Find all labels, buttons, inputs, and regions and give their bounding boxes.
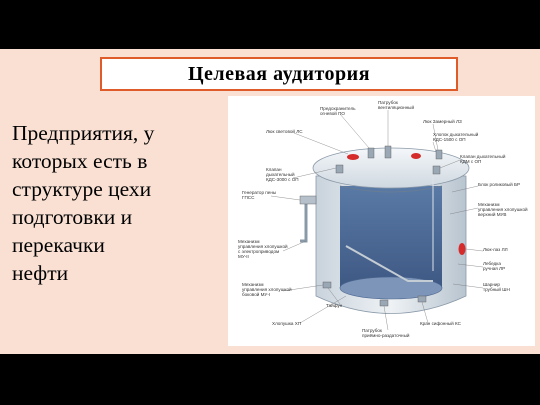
skylight-hatch-icon bbox=[347, 154, 359, 160]
label-valve-left-3: КДС-3000 с ОП bbox=[266, 177, 299, 182]
label-vent-pipe: Патрубок bbox=[378, 100, 399, 105]
label-fire-arrester-2: огневой ПО bbox=[320, 110, 345, 116]
gauge-hatch-icon bbox=[435, 149, 443, 160]
slide-title: Целевая аудитория bbox=[187, 62, 371, 85]
label-valve-right: Клапан дыхательный bbox=[460, 153, 506, 159]
label-siphon-valve: Кран сифонный КС bbox=[420, 320, 462, 326]
label-fire-arrester: Предохранитель bbox=[320, 106, 356, 111]
label-foam-generator: Генератор пены bbox=[242, 190, 276, 195]
label-gauge-hatch: Люк Замерный ЛЗ bbox=[423, 118, 462, 124]
breather-valve-icon bbox=[367, 147, 375, 159]
nozzle-mid-icon bbox=[379, 299, 389, 307]
valve-right-icon bbox=[432, 165, 441, 175]
vent-pipe-icon bbox=[384, 145, 392, 159]
body-line: перекачки bbox=[12, 233, 105, 257]
roof-cut bbox=[339, 185, 443, 193]
tank-interior bbox=[340, 186, 442, 298]
siphon-pipe bbox=[345, 245, 433, 282]
label-breather-valve-2: КДС-1500 с ОП bbox=[433, 137, 466, 142]
label-electric-mechanism-2: управления хлопушкой bbox=[238, 243, 288, 249]
tank-diagram: Люк световой ЛС Предохранитель огневой П… bbox=[228, 96, 535, 346]
label-winch: Лебедка bbox=[483, 261, 501, 266]
label-upper-mechanism-2: управления хлопушкой bbox=[478, 206, 528, 212]
label-pipe-hinge-2: трубный ШН bbox=[483, 286, 510, 292]
label-breather-valve: Хлопок дыхательный bbox=[433, 131, 479, 137]
foam-generator-icon bbox=[299, 195, 317, 205]
label-side-mechanism-3: боковой МУ-I bbox=[242, 291, 270, 297]
tank-floor bbox=[339, 276, 443, 300]
label-side-mechanism-2: управления хлопушкой bbox=[242, 286, 292, 292]
label-inlet-pipe: Патрубок bbox=[362, 328, 383, 333]
label-electric-mechanism-3: с электроприводом bbox=[238, 249, 279, 254]
label-upper-mechanism-3: верхний МУВ bbox=[478, 211, 507, 217]
label-electric-mechanism: Механизм bbox=[238, 239, 260, 244]
foam-pipe bbox=[300, 201, 308, 243]
label-valve-left: Клапан bbox=[266, 167, 282, 172]
nozzle-right-icon bbox=[417, 295, 427, 303]
label-roller-block: Блок роликовый БР bbox=[478, 181, 520, 187]
body-line: нефти bbox=[12, 261, 69, 285]
leader-lines bbox=[270, 110, 484, 331]
label-typhoon: Тайфун bbox=[326, 302, 343, 308]
label-foam-generator-2: ГПСС bbox=[242, 195, 255, 200]
label-manhole: Люк-лаз ЛЛ bbox=[483, 247, 508, 252]
label-skylight-hatch: Люк световой ЛС bbox=[266, 128, 303, 134]
red-hatch-icon bbox=[411, 153, 421, 159]
label-upper-mechanism: Механизм bbox=[478, 202, 500, 207]
manhole-icon bbox=[458, 243, 466, 255]
body-line: Предприятия, у bbox=[12, 121, 155, 145]
label-clapper: Хлопушка ХП bbox=[272, 321, 301, 326]
label-valve-left-2: дыхательный bbox=[266, 171, 295, 177]
label-inlet-pipe-2: приёмно-раздаточный bbox=[362, 332, 410, 338]
label-winch-2: ручная ЛР bbox=[483, 266, 505, 271]
body-line: структуре цехи bbox=[12, 177, 152, 201]
slide: Целевая аудитория Предприятия, у которых… bbox=[0, 49, 540, 354]
valve-left-icon bbox=[335, 164, 344, 174]
label-side-mechanism: Механизм bbox=[242, 282, 264, 287]
tank-diagram-svg: Люк световой ЛС Предохранитель огневой П… bbox=[238, 100, 528, 338]
body-line: которых есть в bbox=[12, 149, 148, 173]
label-valve-right-2: КДМ с ОП bbox=[460, 159, 481, 164]
title-box: Целевая аудитория bbox=[100, 57, 458, 91]
label-vent-pipe-2: вентиляционный bbox=[378, 104, 414, 110]
nozzle-left-icon bbox=[322, 281, 332, 289]
body-text: Предприятия, у которых есть в структуре … bbox=[12, 119, 217, 287]
body-line: подготовки и bbox=[12, 205, 133, 229]
label-electric-mechanism-4: МУ-II bbox=[238, 254, 249, 259]
label-pipe-hinge: Шарнир bbox=[483, 282, 500, 287]
